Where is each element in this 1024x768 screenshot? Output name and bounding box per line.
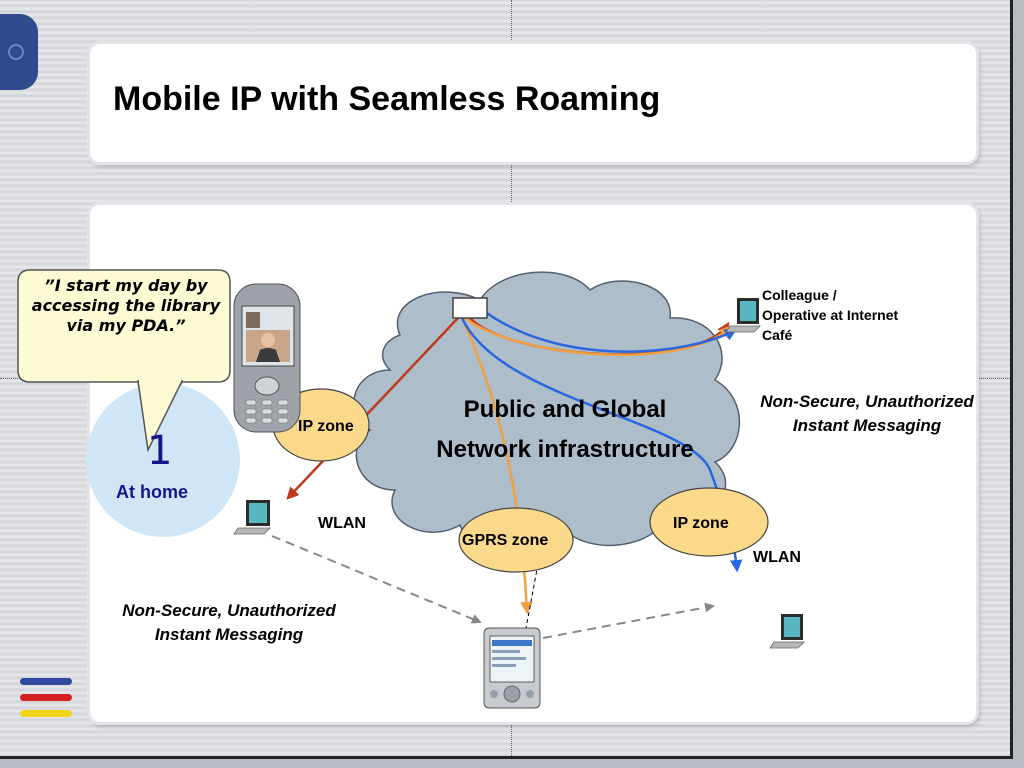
gprs-zone-shape <box>458 507 574 573</box>
quote-text: ”I start my day by accessing the library… <box>31 276 221 335</box>
step-number: 1 <box>147 428 173 474</box>
mobile-phone-icon <box>233 283 301 433</box>
gprs-link <box>525 563 539 629</box>
wlan-left-label: WLAN <box>318 515 366 532</box>
router-icon <box>452 297 488 319</box>
stripe-blue <box>20 678 72 685</box>
note-right-line1: Non-Secure, Unauthorized <box>760 392 974 411</box>
ip-zone-right-label: IP zone <box>673 515 729 532</box>
title-panel <box>90 44 976 162</box>
ip-zone-left-label: IP zone <box>298 418 354 435</box>
laptop-right-icon <box>769 614 805 649</box>
note-left-line2: Instant Messaging <box>154 625 304 644</box>
laptop-left-icon <box>233 500 271 535</box>
stripe-red <box>20 694 72 701</box>
colleague-line3: Café <box>762 327 793 343</box>
note-right-line2: Instant Messaging <box>792 416 942 435</box>
callout-tail-cover <box>139 372 181 382</box>
step-label: At home <box>116 482 188 502</box>
laptop-cafe-icon <box>725 298 761 333</box>
slide-title: Mobile IP with Seamless Roaming <box>113 80 661 118</box>
corner-tab-icon <box>0 14 38 90</box>
stripe-yellow <box>20 710 72 717</box>
wlan-right-label: WLAN <box>753 549 801 566</box>
gprs-zone-label: GPRS zone <box>462 532 549 549</box>
note-left-line1: Non-Secure, Unauthorized <box>122 601 336 620</box>
colleague-label: Colleague / Operative at Internet Café <box>762 285 898 345</box>
wireless-links <box>271 535 715 639</box>
cloud-label-line2: Network infrastructure <box>436 436 694 463</box>
ip-zone-right-shape <box>649 487 769 557</box>
cloud-label: Public and Global Network infrastructure <box>400 390 730 470</box>
cloud-label-line1: Public and Global <box>463 396 667 423</box>
colleague-line2: Operative at Internet <box>762 307 899 323</box>
colleague-line1: Colleague / <box>762 287 837 303</box>
note-right: Non-Secure, Unauthorized Instant Messagi… <box>736 390 998 438</box>
step-circle <box>86 383 240 537</box>
pda-icon <box>483 627 541 709</box>
note-left: Non-Secure, Unauthorized Instant Messagi… <box>96 599 362 647</box>
